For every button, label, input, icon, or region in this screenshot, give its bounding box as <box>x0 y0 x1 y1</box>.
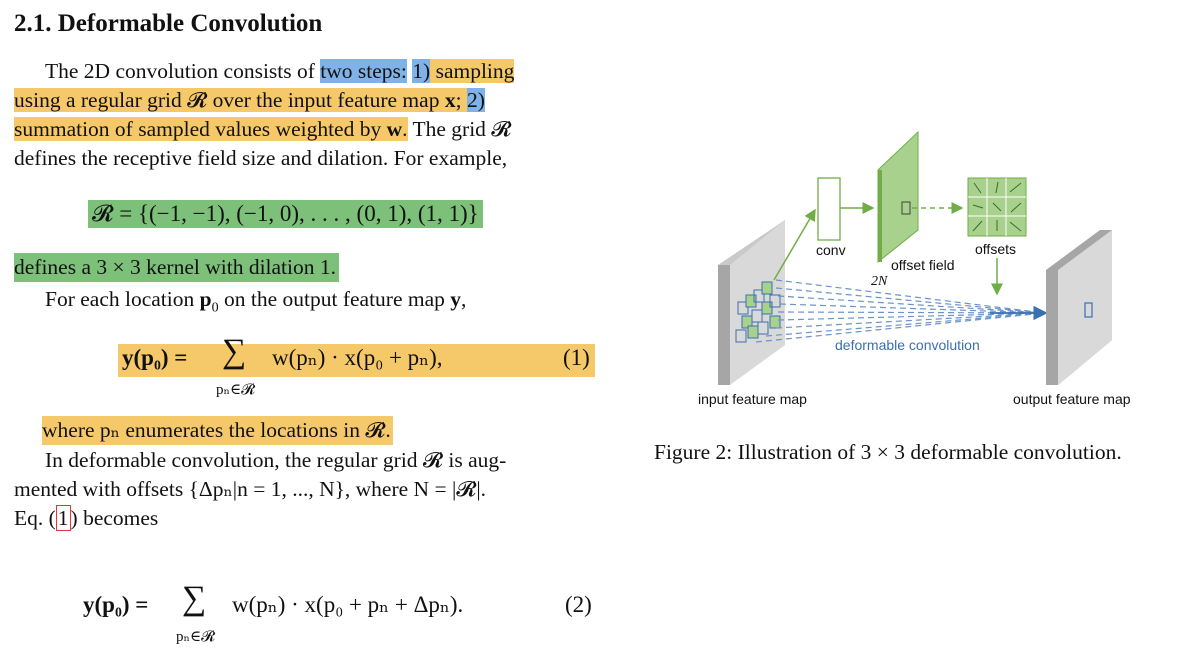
p2-l2-d: on the output feature map <box>218 287 451 311</box>
p1-l2-a: using a regular grid 𝓡 over the input fe… <box>14 88 445 112</box>
conv-label: conv <box>816 242 846 258</box>
paragraph-1-line-4: defines the receptive field size and dil… <box>14 146 508 170</box>
eq2-sum-subscript: pₙ∈𝓡 <box>176 629 216 645</box>
highlight-sampling: sampling <box>430 59 515 83</box>
p1-l3-w: w <box>386 117 403 141</box>
offsets-label: offsets <box>975 241 1016 257</box>
p2-l2-sub: 0 <box>211 300 219 316</box>
p1-l1-a: The 2D convolution consists of <box>45 59 321 83</box>
paragraph-3-line-1: where pₙ enumerates the locations in 𝓡. <box>42 416 393 445</box>
output-feature-map-block <box>1046 230 1112 385</box>
p2-l2-y: y <box>450 287 462 311</box>
sampling-points <box>735 281 781 343</box>
p2-l2-a: For each location <box>45 287 200 311</box>
conv-input-arrow <box>773 208 816 281</box>
eq1-sum-subscript: pₙ∈𝓡 <box>216 382 256 398</box>
two-n-label: 2N <box>871 274 888 289</box>
eq1-number: (1) <box>563 345 590 370</box>
output-feature-map-label: output feature map <box>1013 391 1131 407</box>
deformable-convolution-label: deformable convolution <box>835 337 980 353</box>
offsets-grid <box>967 177 1027 237</box>
p3-l4-a: Eq. ( <box>14 506 56 530</box>
offset-field-block <box>877 130 919 264</box>
eq1-lhs: y(p₀) = <box>122 345 188 370</box>
paragraph-1-line-1: The 2D convolution consists of two steps… <box>45 57 515 86</box>
paragraph-1-line-2: using a regular grid 𝓡 over the input fe… <box>14 86 485 115</box>
equation-grid-R: 𝓡 = {(−1, −1), (−1, 0), . . . , (0, 1), … <box>88 200 483 228</box>
section-title: 2.1. Deformable Convolution <box>14 10 323 37</box>
paragraph-2-line-1: defines a 3 × 3 kernel with dilation 1. <box>14 253 340 282</box>
paragraph-2-line-2: For each location p0 on the output featu… <box>45 285 466 322</box>
eq1-rhs: w(pₙ) · x(p₀ + pₙ), <box>272 345 443 370</box>
input-feature-map-label: input feature map <box>698 391 807 407</box>
paragraph-1-line-3: summation of sampled values weighted by … <box>14 115 511 144</box>
equation-ref-link[interactable]: 1 <box>55 505 71 531</box>
eq2-sum-symbol: ∑ <box>182 580 207 617</box>
offset-field-label: offset field <box>891 257 955 273</box>
highlight-step-1: 1) <box>412 59 431 83</box>
deformable-conv-diagram <box>718 130 1112 385</box>
equation-1-highlight <box>118 344 595 377</box>
figure-caption: Figure 2: Illustration of 3 × 3 deformab… <box>654 440 1122 464</box>
p2-l2-f: , <box>461 287 467 311</box>
highlight-step-2: 2) <box>466 88 485 112</box>
eq2-number: (2) <box>565 592 592 617</box>
p1-l3-d: The grid 𝓡 <box>407 117 512 141</box>
eq2-rhs: w(pₙ) · x(p₀ + pₙ + Δpₙ). <box>232 592 464 617</box>
p1-l2-x: x <box>444 88 456 112</box>
conv-block <box>817 177 841 241</box>
paragraph-3-line-2: In deformable convolution, the regular g… <box>45 448 507 472</box>
projection-lines <box>755 279 1046 343</box>
paragraph-3-line-4: Eq. (1) becomes <box>14 504 158 533</box>
p1-l3-a: summation of sampled values weighted by <box>14 117 387 141</box>
p1-l2-c: ; <box>455 88 467 112</box>
eq2-lhs: y(p₀) = <box>83 592 149 617</box>
p2-l2-p: p <box>199 287 212 311</box>
p1-l3-c: . <box>402 117 408 141</box>
paragraph-3-line-3: mented with offsets {Δpₙ|n = 1, ..., N},… <box>14 477 487 501</box>
eq1-sum-symbol: ∑ <box>222 333 247 370</box>
highlight-two-steps: two steps: <box>320 59 407 83</box>
p3-l4-c: ) becomes <box>70 506 159 530</box>
